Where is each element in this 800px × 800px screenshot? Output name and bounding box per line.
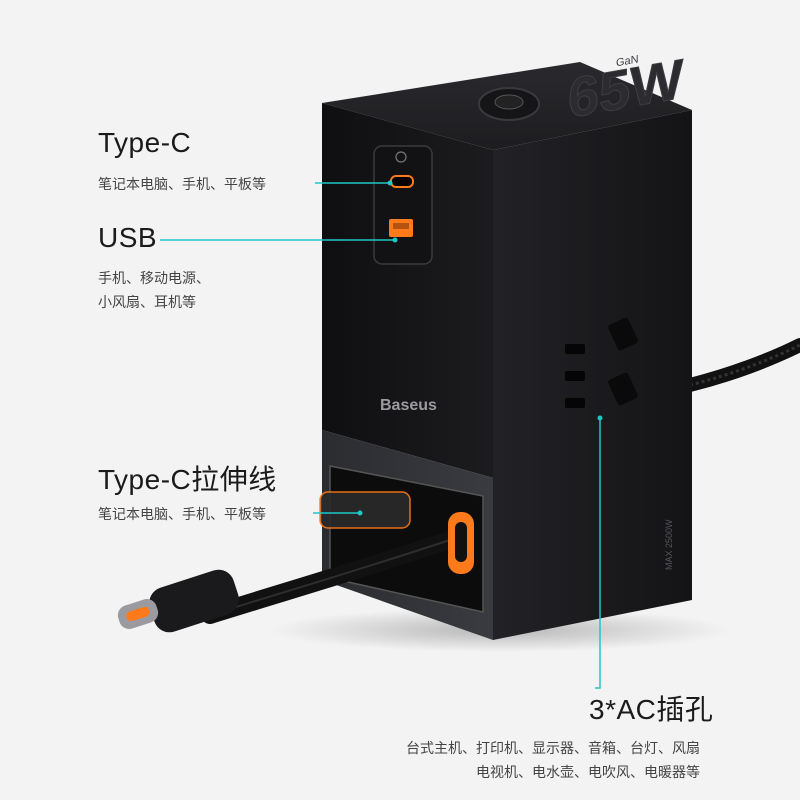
front-face [322, 103, 493, 478]
brand-logo: Baseus [380, 397, 437, 414]
power-cord-texture [689, 343, 800, 387]
typec-title: Type-C [98, 127, 192, 158]
side-face [493, 110, 692, 640]
typec-plug [117, 569, 239, 633]
cable-head-stored [319, 491, 411, 529]
max-rating: MAX 2500W [664, 519, 674, 570]
gan-badge: GaN [616, 53, 639, 69]
port-panel [373, 145, 433, 265]
usb-desc-line2: 小风扇、耳机等 [98, 294, 196, 310]
ac-desc-line1: 台式主机、打印机、显示器、音箱、台灯、风扇 [406, 740, 700, 756]
typec-desc: 笔记本电脑、手机、平板等 [98, 176, 266, 192]
callout-line-ac [595, 420, 601, 689]
power-cord [683, 338, 800, 392]
cable-desc: 笔记本电脑、手机、平板等 [98, 506, 266, 522]
ac-title: 3*AC插孔 [589, 694, 714, 725]
typec-port [390, 175, 414, 188]
usb-desc-line1: 手机、移动电源、 [98, 270, 210, 286]
ac-outlets [565, 317, 638, 408]
usb-title: USB [98, 222, 158, 253]
cable-title: Type-C拉伸线 [98, 464, 277, 495]
ac-desc-line2: 电视机、电水壶、电吹风、电暖器等 [476, 764, 700, 780]
